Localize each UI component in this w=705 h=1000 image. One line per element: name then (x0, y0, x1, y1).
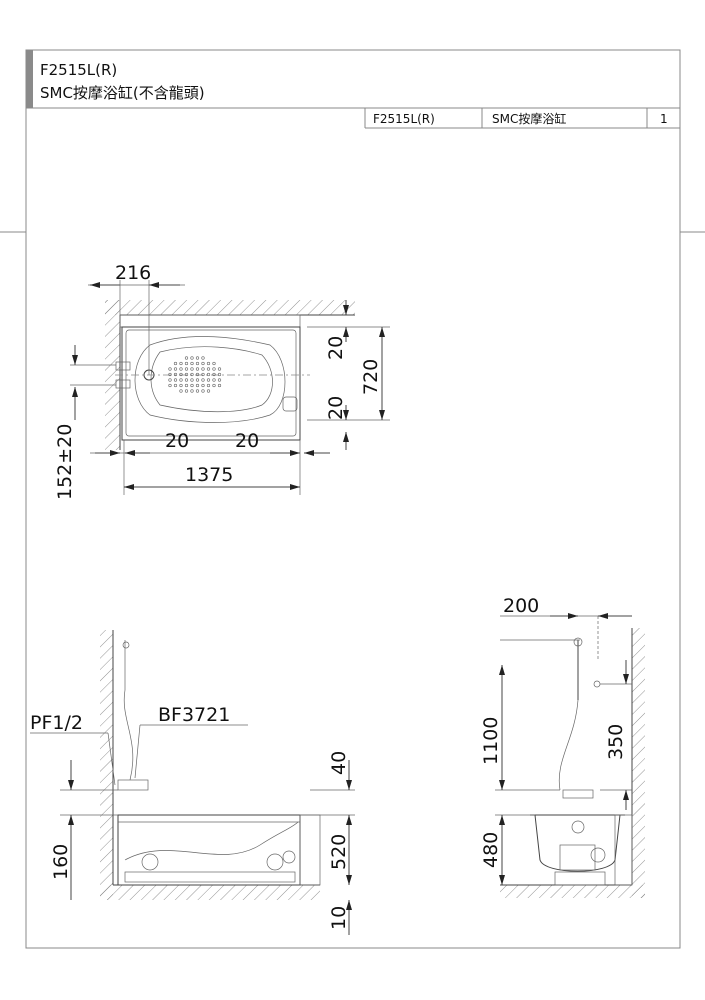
jet-hole (217, 378, 222, 382)
front-view (30, 630, 355, 935)
dim-inlet-height: 160 (50, 844, 72, 880)
jet-hole (190, 356, 194, 360)
jet-hole (190, 361, 194, 366)
dim-bracket: 350 (605, 724, 627, 760)
dim-floor: 10 (328, 906, 350, 930)
jet-hole (195, 367, 200, 371)
jet-hole (184, 361, 189, 366)
jet-hole (184, 356, 189, 360)
jet-hole (173, 372, 178, 377)
jet-hole (195, 378, 200, 382)
jet-hole (184, 383, 189, 388)
title-block-name: SMC按摩浴缸 (492, 111, 566, 126)
jet-hole (173, 367, 178, 371)
jet-hole (217, 367, 222, 371)
jet-hole (179, 361, 183, 366)
jet-hole (179, 389, 183, 393)
accent-bar (26, 50, 33, 108)
jet-hole (195, 356, 200, 360)
side-view (495, 613, 645, 898)
dim-rim-height: 480 (480, 832, 502, 868)
jet-holes (168, 356, 222, 393)
jet-hole (179, 372, 183, 377)
dim-width: 720 (360, 359, 382, 395)
jet-hole (168, 367, 172, 371)
jet-hole (206, 389, 211, 393)
jet-hole (206, 361, 211, 366)
jet-hole (206, 383, 211, 388)
jet-hole (179, 383, 183, 388)
jet-hole (173, 361, 178, 366)
dim-shower-height: 1100 (480, 717, 502, 765)
dim-tub-height: 520 (328, 834, 350, 870)
jet-hole (184, 389, 189, 393)
jet-hole (168, 372, 172, 377)
sheet-frame (0, 49, 705, 949)
jet-hole (168, 383, 172, 388)
jet-hole (190, 383, 194, 388)
jet-hole (195, 372, 200, 377)
jet-hole (190, 372, 194, 377)
dim-faucet-above-rim: 40 (328, 751, 350, 775)
jet-hole (195, 361, 200, 366)
jet-hole (173, 383, 178, 388)
jet-hole (201, 361, 205, 366)
jet-hole (190, 367, 194, 371)
jet-hole (206, 378, 211, 382)
jet-hole (195, 383, 200, 388)
label-faucet: BF3721 (158, 704, 230, 726)
dim-offset: 200 (503, 595, 539, 617)
jet-hole (206, 367, 211, 371)
dim-margin-left: 20 (165, 430, 189, 452)
dim-margin-top: 20 (325, 336, 347, 360)
dim-length: 1375 (185, 464, 233, 486)
title-block-sheet: 1 (660, 112, 668, 126)
top-view (70, 280, 390, 495)
jet-hole (201, 367, 205, 371)
jet-hole (168, 378, 172, 382)
header-title: SMC按摩浴缸(不含龍頭) (40, 84, 205, 102)
dim-margin-right: 20 (235, 430, 259, 452)
jet-hole (184, 372, 189, 377)
jet-hole (212, 383, 216, 388)
jet-hole (212, 367, 216, 371)
jet-hole (190, 389, 194, 393)
header-model: F2515L(R) (40, 61, 117, 79)
dim-faucet-offset: 216 (115, 262, 151, 284)
dim-margin-bottom: 20 (325, 396, 347, 420)
jet-hole (206, 372, 211, 377)
jet-hole (179, 378, 183, 382)
jet-hole (173, 378, 178, 382)
jet-hole (212, 372, 216, 377)
jet-hole (201, 389, 205, 393)
jet-hole (201, 372, 205, 377)
jet-hole (184, 367, 189, 371)
title-block-model: F2515L(R) (373, 112, 435, 126)
jet-hole (195, 389, 200, 393)
label-inlet: PF1/2 (30, 712, 83, 734)
jet-hole (212, 378, 216, 382)
jet-hole (179, 367, 183, 371)
jet-hole (212, 361, 216, 366)
jet-hole (190, 378, 194, 382)
jet-hole (184, 378, 189, 382)
jet-hole (201, 378, 205, 382)
jet-hole (201, 356, 205, 360)
jet-hole (201, 383, 205, 388)
dim-inlet-spacing: 152±20 (54, 424, 76, 500)
jet-hole (217, 372, 222, 377)
jet-hole (217, 383, 222, 388)
